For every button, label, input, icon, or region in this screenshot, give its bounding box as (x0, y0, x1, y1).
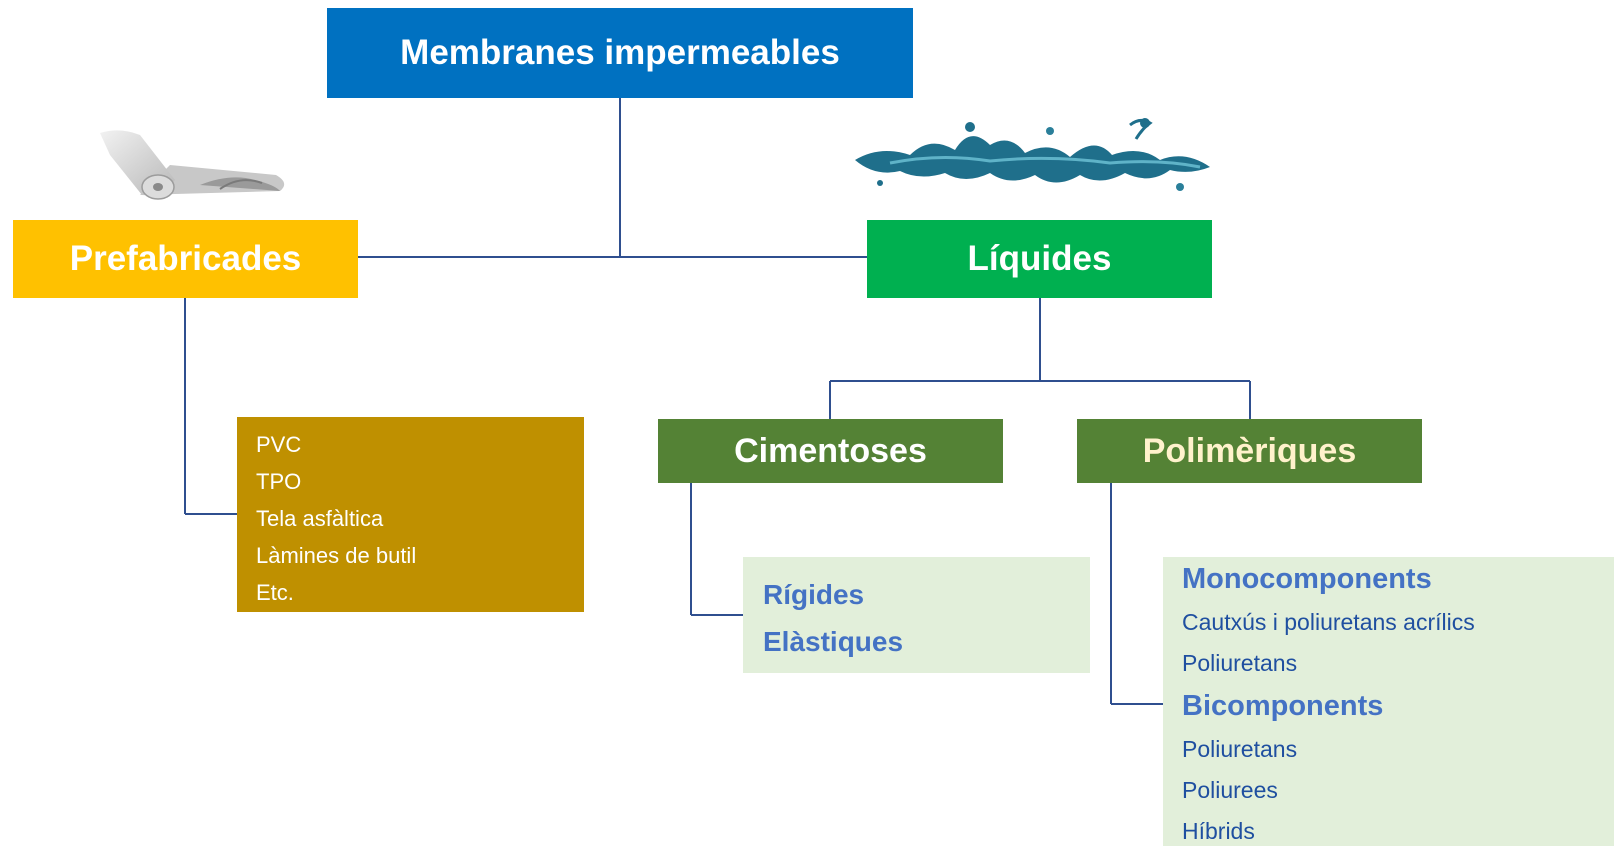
subcategory-node-polimeriques: Polimèriques (1077, 419, 1422, 483)
list-item: TPO (256, 469, 302, 494)
list-item: Etc. (256, 580, 294, 605)
root-node-membranes: Membranes impermeables (327, 8, 913, 98)
category-node-prefabricades: Prefabricades (13, 220, 358, 298)
polimeriques-list: Monocomponents Cautxús i poliuretans acr… (1163, 557, 1614, 846)
list-item: Elàstiques (763, 626, 904, 657)
liquides-label: Líquides (967, 239, 1112, 278)
list-item: Tela asfàltica (256, 506, 384, 531)
bicomponents-heading: Bicomponents (1182, 690, 1384, 722)
category-node-liquides: Líquides (867, 220, 1212, 298)
prefabricades-list: PVC TPO Tela asfàltica Làmines de butil … (237, 417, 584, 612)
list-item: Poliuretans (1182, 736, 1298, 762)
list-item: PVC (256, 432, 302, 457)
list-item: Poliurees (1182, 777, 1278, 803)
subcategory-node-cimentoses: Cimentoses (658, 419, 1003, 483)
list-item: Cautxús i poliuretans acrílics (1182, 609, 1475, 635)
liquid-splash-icon (855, 118, 1210, 191)
list-item: Poliuretans (1182, 650, 1298, 676)
cimentoses-label: Cimentoses (734, 431, 927, 470)
polimeriques-label: Polimèriques (1142, 431, 1357, 470)
list-item: Làmines de butil (256, 543, 417, 568)
monocomponents-heading: Monocomponents (1182, 563, 1432, 595)
membrane-roll-icon (100, 130, 285, 200)
root-node-label: Membranes impermeables (400, 33, 840, 72)
prefabricades-label: Prefabricades (69, 239, 302, 278)
list-item: Híbrids (1182, 818, 1255, 844)
cimentoses-list: Rígides Elàstiques (743, 557, 1090, 673)
list-item: Rígides (763, 579, 865, 610)
